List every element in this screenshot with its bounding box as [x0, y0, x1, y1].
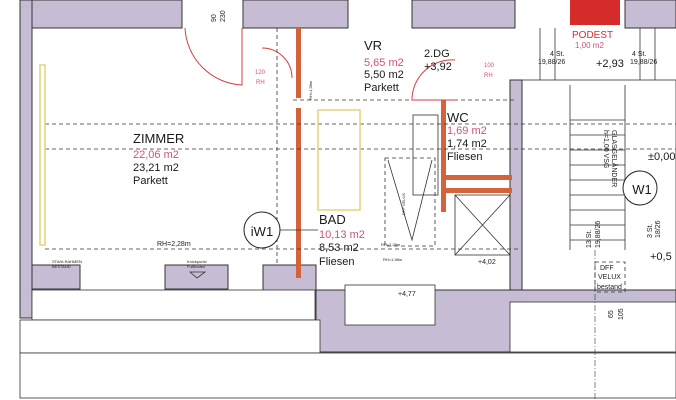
- room-height: RH=2,28m: [381, 242, 401, 247]
- level-mid: +0,5: [650, 251, 672, 263]
- net-area: 1,69 m2: [447, 125, 487, 137]
- svg-text:19,88/26: 19,88/26: [630, 59, 657, 66]
- iw1-label: iW1: [251, 224, 273, 239]
- knickpunkt: Knickpunkt: [187, 259, 207, 264]
- floor-type: Parkett: [364, 82, 399, 94]
- svg-text:4 St.: 4 St.: [632, 51, 646, 58]
- zimmer-door-width: 120: [255, 70, 266, 76]
- zimmer-door-rh: RH: [256, 80, 265, 86]
- svg-text:19,88/26: 19,88/26: [538, 59, 565, 66]
- podest: PODEST 1,00 m2 +2,93 4 St. 19,88/26 4 St…: [538, 30, 675, 263]
- room-height: RH=2,28m: [157, 241, 191, 248]
- gross-area: 5,50 m2: [364, 69, 404, 81]
- level-shower: +4,02: [478, 259, 496, 266]
- podest-area: 1,00 m2: [575, 41, 604, 50]
- stair-steps: [539, 28, 656, 250]
- svg-text:bestand: bestand: [597, 284, 622, 291]
- level-bad-window: +4,77: [398, 291, 416, 298]
- railing-spec: h=1,00 VSG: [602, 130, 609, 168]
- room-zimmer: ZIMMER 22,06 m2 23,21 m2 Parkett RH=2,28…: [133, 131, 191, 248]
- wc-door-swing: [411, 59, 456, 101]
- stahlrahmen: STAHLRAHMEN: [52, 259, 82, 264]
- w1-marker: [622, 170, 658, 206]
- velux-label: DFF: [600, 265, 614, 272]
- podest-marker: [570, 0, 620, 25]
- podest-name: PODEST: [572, 30, 613, 41]
- floor-type: Fliesen: [447, 151, 482, 163]
- shower: [454, 194, 511, 256]
- svg-text:VELUX: VELUX: [598, 274, 621, 281]
- svg-text:3 St.: 3 St.: [647, 224, 654, 238]
- vr-height: RH=1,98m: [308, 80, 313, 100]
- wc-door-width: 100: [484, 63, 495, 69]
- net-area: 10,13 m2: [319, 229, 365, 241]
- bad-velux-label: DFF VELUX: [401, 193, 406, 215]
- svg-text:BESTAND: BESTAND: [52, 264, 71, 269]
- wc-door-rh: RH: [484, 73, 493, 79]
- bad-velux: [384, 157, 436, 247]
- gross-area: 1,74 m2: [447, 138, 487, 150]
- w1-label: W1: [632, 182, 652, 197]
- svg-text:4 St.: 4 St.: [550, 51, 564, 58]
- gross-area: 23,21 m2: [133, 162, 179, 174]
- net-area: 22,06 m2: [133, 149, 179, 161]
- room-bad: BAD 10,13 m2 8,53 m2 Fliesen RH=2,28m RH…: [319, 193, 406, 268]
- bathtub: [317, 109, 361, 211]
- room-wc: WC 1,69 m2 1,74 m2 Fliesen: [447, 110, 487, 163]
- room-vr: VR 5,65 m2 5,50 m2 Parkett: [364, 38, 404, 94]
- svg-text:19,88/26: 19,88/26: [595, 221, 602, 248]
- floor-type: Parkett: [133, 175, 168, 187]
- gross-area: 8,53 m2: [319, 242, 359, 254]
- svg-text:65: 65: [608, 310, 615, 318]
- svg-text:105: 105: [618, 308, 625, 320]
- walls: [19, 0, 676, 399]
- door-height: 230: [220, 10, 227, 22]
- vanity: [412, 114, 439, 196]
- entry-door-swing: [184, 27, 243, 86]
- level-base: ±0,00: [648, 151, 675, 163]
- railing-label: GLASGELÄNDER: [610, 130, 618, 187]
- door-width: 90: [211, 14, 218, 22]
- knickpunkt-marker: [188, 271, 207, 279]
- room-name: BAD: [319, 212, 346, 227]
- level-label: 2.DG: [424, 48, 450, 60]
- room-name: WC: [447, 110, 469, 125]
- room-height-2: RH=1,98m: [383, 257, 403, 262]
- room-name: ZIMMER: [133, 131, 184, 146]
- svg-text:18/26: 18/26: [655, 220, 662, 238]
- room-name: VR: [364, 38, 382, 53]
- zimmer-door-swing: [261, 47, 293, 79]
- net-area: 5,65 m2: [364, 57, 404, 69]
- podest-level: +2,93: [596, 58, 624, 70]
- svg-text:Fußboden: Fußboden: [187, 264, 205, 269]
- svg-text:13 St.: 13 St.: [586, 230, 593, 248]
- level-value: +3,92: [424, 61, 452, 73]
- floor-type: Fliesen: [319, 256, 354, 268]
